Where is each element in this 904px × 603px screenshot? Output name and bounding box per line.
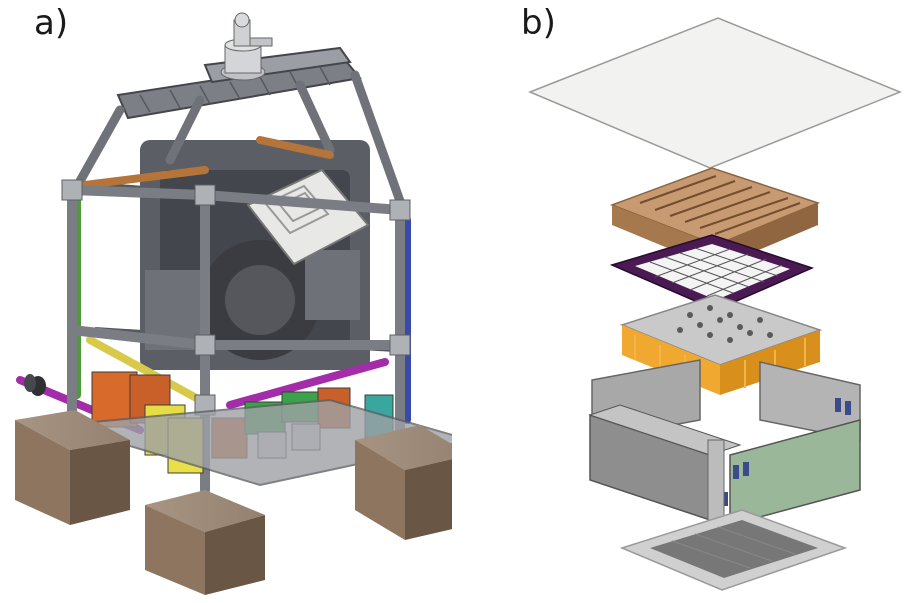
frame-struts [70, 70, 410, 220]
coded-mask [528, 17, 903, 169]
grid-frame [609, 234, 815, 311]
rotator-icon [220, 12, 273, 81]
detector-housing [588, 359, 861, 526]
exploded-instrument-illustration [528, 17, 903, 591]
detector-plane [619, 294, 823, 395]
panel-a-label: a) [34, 3, 69, 43]
support-block [15, 410, 130, 525]
counterweight-icon [24, 374, 46, 396]
base-deck [59, 398, 452, 487]
telescope-mask-icon [246, 168, 370, 266]
gondola-assembly-illustration [15, 12, 452, 595]
support-block [355, 425, 452, 540]
support-block [145, 490, 265, 595]
panel-b-label: b) [521, 3, 556, 43]
frame-brackets [61, 179, 411, 416]
bottom-plate [619, 509, 848, 591]
